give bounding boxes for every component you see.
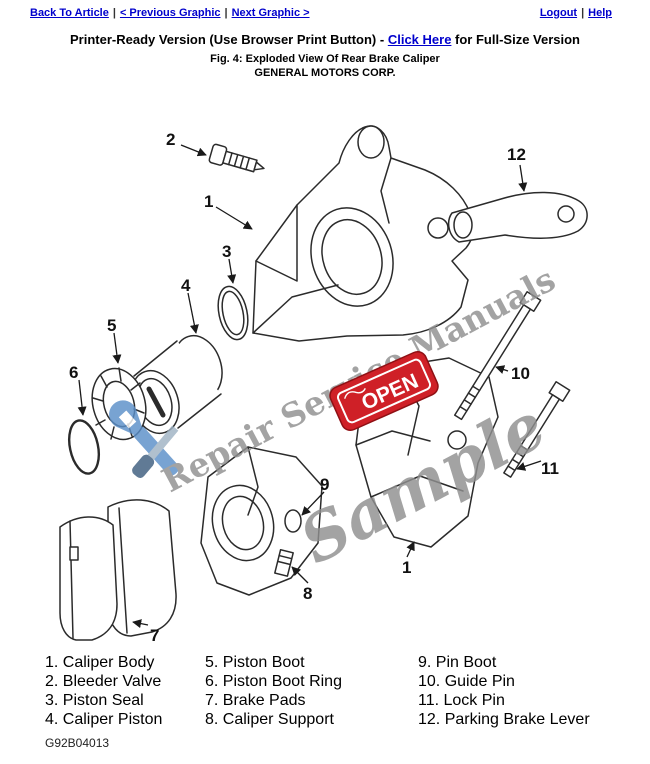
logout-link[interactable]: Logout: [539, 7, 578, 19]
callout-numbers: 2 1 12 3 4 5 6 10 11 9 8 1 7: [69, 130, 559, 645]
piston-seal-shape: [217, 285, 249, 341]
separator: |: [581, 7, 585, 19]
nav-right-group: Logout|Help: [540, 7, 612, 19]
legend-item: 8. Caliper Support: [205, 711, 334, 728]
legend-column-1: 1. Caliper Body 2. Bleeder Valve 3. Pist…: [45, 653, 162, 729]
separator: |: [224, 7, 228, 19]
legend-column-3: 9. Pin Boot 10. Guide Pin 11. Lock Pin 1…: [418, 653, 590, 729]
full-size-version-link[interactable]: Click Here: [387, 32, 452, 47]
callout-1-top: 1: [204, 192, 213, 211]
title-suffix: for Full-Size Version: [451, 32, 580, 47]
legend-item: 6. Piston Boot Ring: [205, 673, 342, 690]
legend-item: 12. Parking Brake Lever: [418, 711, 590, 728]
figure-caption: Fig. 4: Exploded View Of Rear Brake Cali…: [210, 53, 440, 65]
previous-graphic-link[interactable]: < Previous Graphic: [119, 7, 221, 19]
callout-12: 12: [507, 145, 526, 164]
callout-6: 6: [69, 363, 78, 382]
tools-logo-icon: [109, 400, 179, 478]
parking-brake-lever-shape: [447, 191, 588, 243]
callout-4: 4: [181, 276, 191, 295]
title-prefix: Printer-Ready Version (Use Browser Print…: [69, 32, 388, 47]
back-to-article-link[interactable]: Back To Article: [30, 7, 109, 19]
graphic-code: G92B04013: [45, 736, 110, 750]
top-navigation: Back To Article|< Previous Graphic|Next …: [30, 7, 612, 19]
page-title: Printer-Ready Version (Use Browser Print…: [0, 32, 650, 47]
brake-pads-shape: [59, 499, 177, 641]
lock-pin-shape: [503, 380, 571, 478]
legend-item: 9. Pin Boot: [418, 654, 497, 671]
callout-9: 9: [320, 475, 329, 494]
callout-3: 3: [222, 242, 231, 261]
leader-lines: [77, 144, 542, 629]
nav-left-group: Back To Article|< Previous Graphic|Next …: [30, 7, 310, 19]
next-graphic-link[interactable]: Next Graphic >: [231, 7, 310, 19]
legend-item: 7. Brake Pads: [205, 692, 306, 709]
legend-item: 4. Caliper Piston: [45, 711, 163, 728]
guide-pin-shape: [453, 290, 542, 421]
callout-10: 10: [511, 364, 530, 383]
legend-item: 3. Piston Seal: [45, 692, 144, 709]
legend-item: 1. Caliper Body: [45, 654, 155, 671]
callout-8: 8: [303, 584, 312, 603]
company-name: GENERAL MOTORS CORP.: [254, 67, 396, 79]
callout-1-bottom: 1: [402, 558, 411, 577]
separator: |: [112, 7, 116, 19]
legend-item: 10. Guide Pin: [418, 673, 515, 690]
exploded-view-diagram: Repair Service Manuals Sample OPEN: [0, 95, 650, 655]
legend-column-2: 5. Piston Boot 6. Piston Boot Ring 7. Br…: [205, 653, 342, 729]
callout-11: 11: [541, 459, 559, 478]
callout-5: 5: [107, 316, 116, 335]
piston-boot-ring-shape: [67, 419, 101, 475]
bleeder-valve-shape: [208, 143, 265, 173]
callout-2: 2: [166, 130, 175, 149]
legend-item: 2. Bleeder Valve: [45, 673, 162, 690]
callout-7: 7: [150, 626, 159, 645]
help-link[interactable]: Help: [588, 7, 612, 19]
caliper-support-center-shape: [200, 446, 323, 596]
diagram-parts: [59, 125, 588, 641]
legend-item: 11. Lock Pin: [418, 692, 505, 709]
brake-caliper-drawing: Repair Service Manuals Sample OPEN: [59, 125, 588, 645]
legend-item: 5. Piston Boot: [205, 654, 305, 671]
